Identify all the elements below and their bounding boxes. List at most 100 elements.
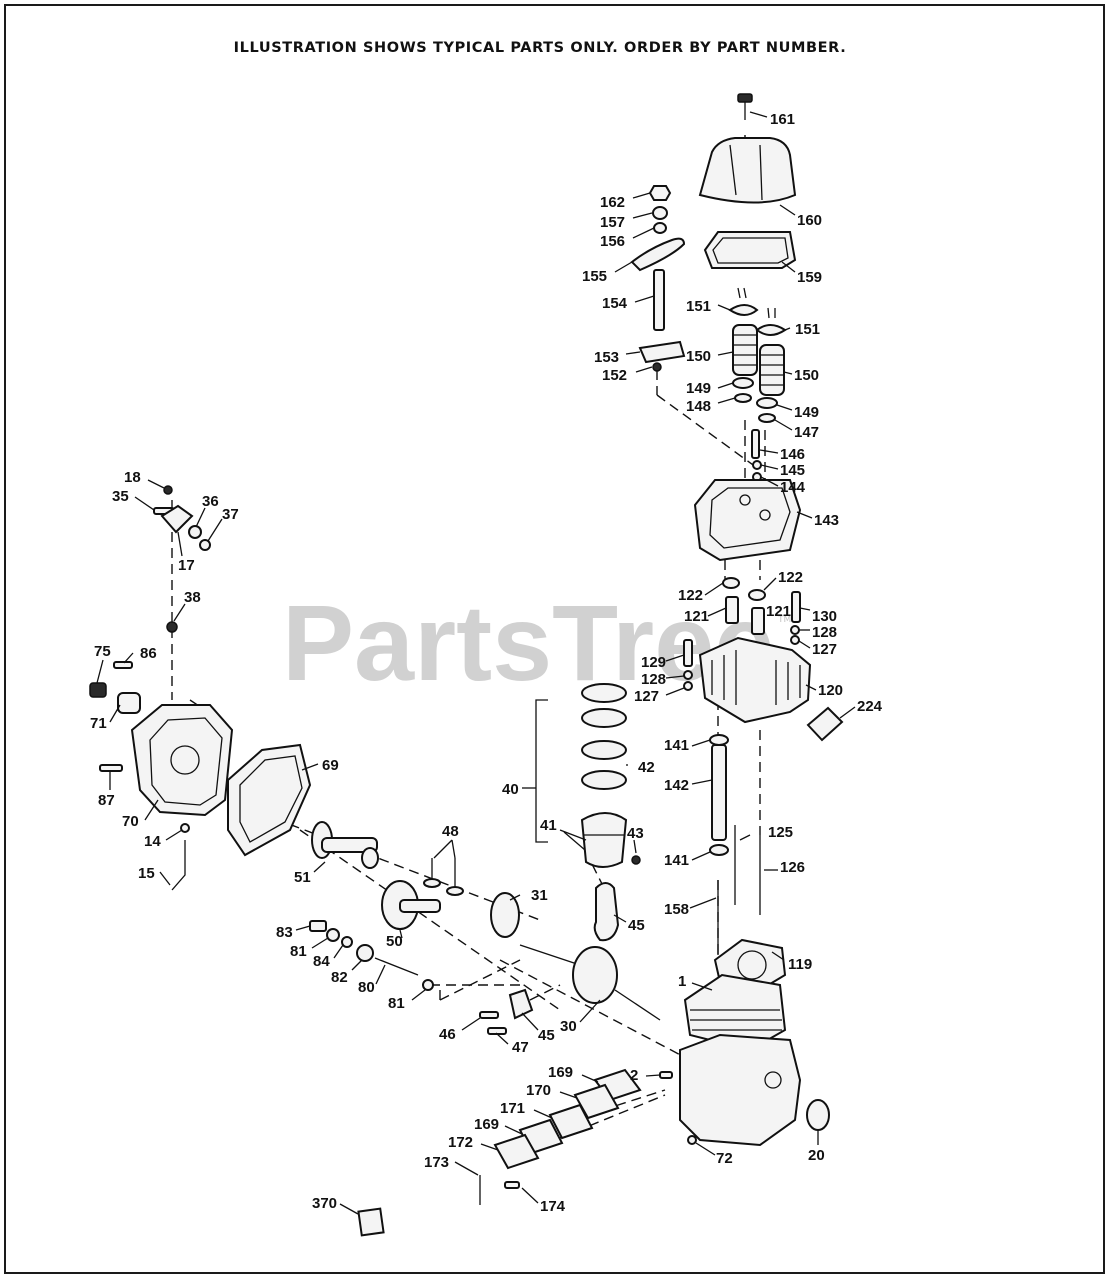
cylinder-1-icon (683, 973, 787, 1052)
callout-129: 129 (641, 654, 666, 671)
screw-18-icon (163, 485, 173, 495)
crankcase-block-icon (679, 1033, 802, 1147)
bolt-46-icon (479, 1011, 499, 1019)
gasket-69-icon (227, 743, 312, 857)
callout-169-top: 169 (548, 1064, 573, 1081)
callout-148: 148 (686, 398, 711, 415)
seal-141b-icon (709, 844, 729, 856)
sheet-border (4, 4, 1105, 1274)
callout-151-right: 151 (795, 321, 820, 338)
callout-69: 69 (322, 757, 339, 774)
callout-125: 125 (768, 824, 793, 841)
seal-122b-icon (748, 589, 766, 601)
bolt-83-icon (309, 920, 327, 932)
valve-spring-150a-icon (732, 324, 758, 376)
part-shapes (89, 93, 844, 1237)
callout-72: 72 (716, 1150, 733, 1167)
ball-38-icon (166, 621, 178, 633)
callout-30: 30 (560, 1018, 577, 1035)
callout-153: 153 (594, 349, 619, 366)
callout-370: 370 (312, 1195, 337, 1212)
callout-127-left: 127 (634, 688, 659, 705)
callout-159: 159 (797, 269, 822, 286)
cover-plate-224-icon (806, 706, 844, 742)
watermark-tm: TM (777, 615, 791, 625)
callout-126: 126 (780, 859, 805, 876)
callout-2: 2 (630, 1067, 638, 1084)
callout-119: 119 (788, 956, 812, 973)
nut-157-icon (652, 206, 668, 220)
callout-162: 162 (600, 194, 625, 211)
washer-81a-icon (326, 928, 340, 942)
callout-155: 155 (582, 268, 607, 285)
callout-83: 83 (276, 924, 293, 941)
callout-47: 47 (512, 1039, 529, 1056)
crankshaft-30-icon (519, 944, 661, 1021)
rocker-box-143-icon (693, 479, 802, 562)
callout-81-bottom: 81 (388, 995, 405, 1012)
callout-14: 14 (144, 833, 161, 850)
illustration-note: ILLUSTRATION SHOWS TYPICAL PARTS ONLY. O… (233, 40, 847, 56)
ring-42b-icon (581, 708, 627, 728)
callout-18: 18 (124, 469, 141, 486)
callout-128-left: 128 (641, 671, 666, 688)
seal-147-icon (758, 413, 776, 423)
guide-121b-icon (751, 607, 765, 635)
callout-128-right: 128 (812, 624, 837, 641)
callout-35: 35 (112, 488, 129, 505)
screw-161-icon (737, 93, 753, 120)
callout-149-right: 149 (794, 404, 819, 421)
leader-lines (96, 111, 856, 1215)
shaft-80-icon (374, 957, 419, 976)
callout-81-top: 81 (290, 943, 307, 960)
callout-143: 143 (814, 512, 839, 529)
callout-41: 41 (540, 817, 557, 834)
callout-122-right: 122 (778, 569, 803, 586)
callout-160: 160 (797, 212, 822, 229)
piston-41-icon (580, 812, 628, 868)
pin-43-icon (631, 855, 641, 865)
seal-148-icon (734, 393, 752, 403)
callout-84: 84 (313, 953, 330, 970)
callout-147: 147 (794, 424, 819, 441)
decal-370-icon (357, 1207, 385, 1237)
gear-82-icon (356, 944, 374, 962)
callout-122-left: 122 (678, 587, 703, 604)
callout-156: 156 (600, 233, 625, 250)
ring-42a-icon (581, 683, 627, 703)
callout-20: 20 (808, 1147, 825, 1164)
callout-120: 120 (818, 682, 843, 699)
washer-127b-icon (790, 635, 800, 645)
bracket-17-icon (160, 504, 194, 534)
callout-75: 75 (94, 643, 111, 660)
seal-141a-icon (709, 734, 729, 746)
cover-172-icon (493, 1133, 540, 1170)
retainer-151b-icon (755, 324, 787, 336)
callout-150-right: 150 (794, 367, 819, 384)
washer-81b-icon (422, 979, 434, 991)
callout-121-left: 121 (684, 608, 709, 625)
connecting-rod-45-icon (593, 882, 620, 942)
washer-149a-icon (732, 377, 754, 389)
washer-127a-icon (683, 681, 693, 691)
valve-spring-150b-icon (759, 344, 785, 396)
guide-plate-153-icon (638, 340, 686, 364)
callout-87: 87 (98, 792, 115, 809)
callout-141-bottom: 141 (664, 852, 689, 869)
plug-72-icon (687, 1135, 697, 1145)
callout-151-left: 151 (686, 298, 711, 315)
callout-161: 161 (770, 111, 795, 128)
washer-145-icon (752, 460, 762, 470)
bushing-71-icon (117, 692, 141, 714)
callout-38: 38 (184, 589, 201, 606)
bolt-146-icon (751, 429, 760, 459)
nut-84-icon (341, 936, 353, 948)
callout-43: 43 (627, 825, 644, 842)
callout-1: 1 (678, 973, 686, 990)
callout-70: 70 (122, 813, 139, 830)
gear-31-icon (490, 892, 520, 938)
rod-cap-45-icon (508, 988, 534, 1020)
callout-50: 50 (386, 933, 403, 950)
callout-46: 46 (439, 1026, 456, 1043)
